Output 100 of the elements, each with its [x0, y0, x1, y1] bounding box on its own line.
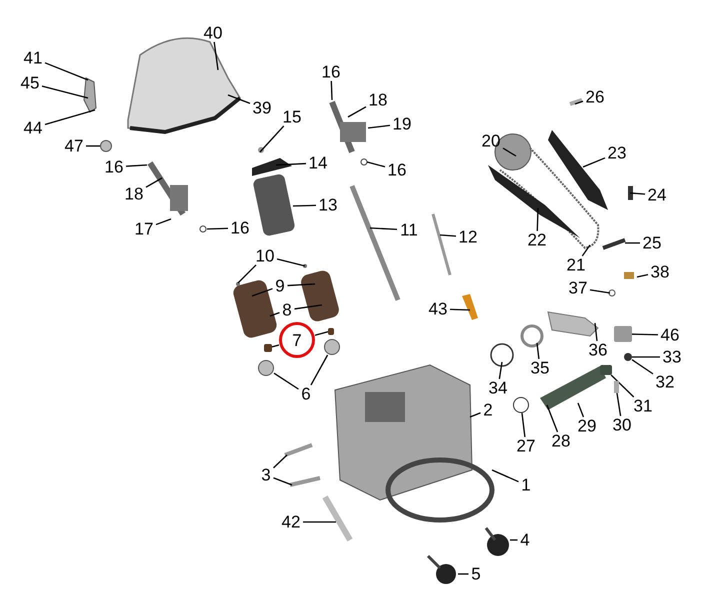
callout-number: 16: [104, 158, 124, 176]
leader-line: [582, 157, 606, 168]
callout-number: 41: [24, 50, 42, 66]
leader-line: [510, 539, 518, 541]
leader-line: [546, 404, 558, 432]
callout-number: 16: [230, 220, 250, 236]
leader-line: [156, 218, 172, 226]
leader-line: [616, 392, 622, 416]
callout-number: 17: [134, 220, 154, 238]
callout-number: 13: [318, 196, 338, 214]
tensioner-plunger: [600, 365, 612, 375]
leader-line: [498, 362, 503, 380]
leader-line: [270, 312, 280, 317]
leader-line: [594, 322, 598, 342]
callout-number: 45: [20, 74, 40, 92]
callout-number: 2: [483, 402, 493, 418]
leader-line: [492, 469, 519, 482]
leader-line: [228, 94, 250, 104]
callout-number: 33: [662, 348, 682, 366]
end-cap: [614, 326, 632, 342]
callout-number: 22: [528, 232, 546, 248]
leader-line: [470, 412, 481, 418]
bolt-head: [624, 353, 632, 361]
leader-line: [330, 80, 333, 100]
callout-number: 14: [308, 154, 328, 172]
leader-line: [630, 192, 646, 195]
callout-number: 30: [612, 416, 632, 434]
callout-number: 1: [521, 476, 531, 494]
leader-line: [574, 100, 584, 105]
leader-line: [44, 109, 96, 126]
leader-line: [206, 228, 228, 230]
leader-line: [292, 204, 316, 207]
leader-line: [294, 304, 322, 310]
leader-line: [272, 344, 280, 348]
callout-number: 10: [256, 248, 274, 264]
callout-number: 11: [400, 222, 418, 238]
leader-line: [260, 126, 284, 152]
callout-number: 8: [282, 302, 292, 318]
leader-line: [276, 258, 306, 267]
leader-line: [440, 234, 456, 237]
callout-number: 26: [586, 88, 604, 106]
valve-key: [328, 328, 334, 334]
leader-line: [287, 283, 316, 286]
callout-number: 16: [388, 162, 406, 178]
callout-number: 4: [520, 532, 530, 548]
callout-number: 12: [458, 228, 478, 246]
leader-line: [610, 374, 634, 398]
callout-number: 31: [634, 398, 652, 414]
callout-number: 38: [650, 264, 670, 280]
callout-number: 23: [608, 144, 626, 162]
callout-number: 47: [64, 138, 84, 154]
bolt: [614, 381, 618, 393]
callout-number: 27: [516, 438, 536, 454]
callout-number: 32: [656, 374, 674, 390]
leader-line: [632, 359, 654, 374]
leader-line: [368, 124, 390, 129]
leader-line: [276, 162, 306, 166]
callout-number: 36: [588, 342, 608, 358]
callout-number: 7: [279, 322, 315, 358]
callout-number: 9: [275, 278, 285, 294]
leader-line: [348, 106, 366, 118]
leader-line: [314, 331, 328, 336]
valve-key: [264, 344, 272, 352]
leader-line: [273, 477, 292, 486]
leader-line: [636, 274, 648, 278]
leader-line: [521, 412, 526, 438]
callout-number: 44: [24, 120, 42, 136]
leader-line: [458, 573, 468, 575]
washer: [100, 140, 112, 152]
leader-line: [146, 177, 162, 188]
leader-line: [252, 288, 273, 297]
o-ring: [513, 397, 529, 413]
leader-line: [238, 264, 256, 284]
leader-line: [632, 356, 660, 358]
callout-number: 40: [204, 24, 222, 42]
leader-line: [303, 521, 336, 523]
leader-line: [625, 242, 640, 244]
callout-number: 37: [568, 280, 588, 296]
callout-number: 29: [578, 418, 596, 434]
callout-number: 20: [482, 132, 500, 150]
retainer-washer: [258, 360, 274, 376]
leader-line: [450, 308, 470, 311]
leader-line: [274, 372, 299, 390]
leader-line: [86, 145, 100, 147]
callout-number: 15: [282, 108, 302, 126]
leader-line: [44, 62, 88, 81]
leader-line: [536, 208, 539, 232]
callout-number: 24: [648, 186, 666, 204]
leader-line: [366, 161, 386, 168]
callout-number: 46: [660, 326, 680, 344]
callout-number: 35: [530, 360, 550, 376]
leader-line: [42, 85, 88, 99]
leader-line: [502, 148, 516, 157]
leader-line: [370, 227, 398, 230]
leader-line: [310, 354, 328, 386]
leader-line: [214, 42, 219, 70]
callout-number: 5: [471, 566, 481, 582]
leader-line: [273, 454, 288, 468]
callout-number: 21: [566, 256, 586, 274]
callout-number: 18: [124, 186, 144, 202]
